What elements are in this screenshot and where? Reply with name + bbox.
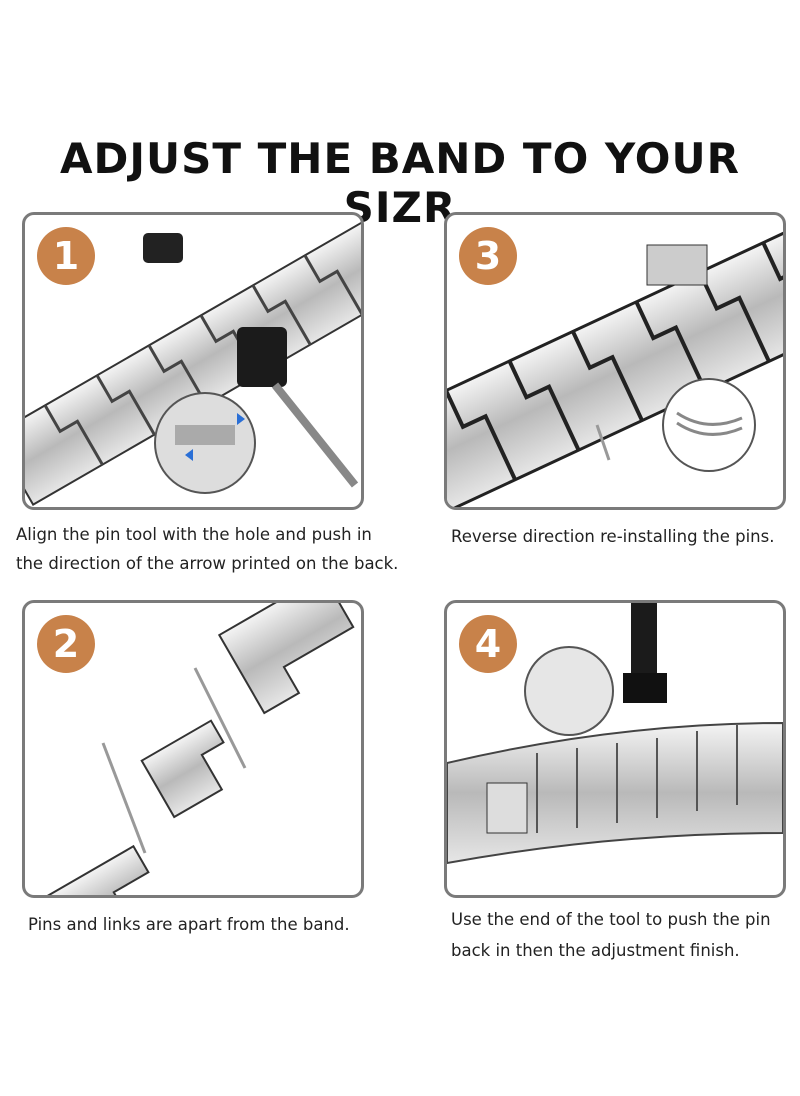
pin: [193, 667, 247, 769]
step-4-badge: 4: [459, 615, 517, 673]
step-2-panel: 2: [22, 600, 364, 898]
step-3-caption: Reverse direction re-installing the pins…: [451, 522, 774, 551]
step-3-panel: 3: [444, 212, 786, 510]
step-2-badge: 2: [37, 615, 95, 673]
step-1-badge: 1: [37, 227, 95, 285]
reinstall-pin-illustration: [447, 215, 783, 507]
push-pin-back-illustration: [447, 603, 783, 865]
pin-tool-knob: [143, 233, 183, 263]
step-2-caption: Pins and links are apart from the band.: [28, 910, 350, 939]
step-4-panel: 4: [444, 600, 786, 898]
arrow-icon: [185, 413, 245, 461]
caption-line: Align the pin tool with the hole and pus…: [16, 525, 372, 544]
caption-line: Use the end of the tool to push the pin: [451, 910, 771, 929]
page-title: ADJUST THE BAND TO YOUR SIZR: [60, 134, 740, 232]
step-1-caption: Align the pin tool with the hole and pus…: [16, 520, 398, 578]
caption-line: the direction of the arrow printed on th…: [16, 554, 399, 573]
pin: [101, 742, 147, 854]
step-3-badge: 3: [459, 227, 517, 285]
magnifier-circle: [524, 646, 614, 736]
caption-line: Pins and links are apart from the band.: [28, 915, 350, 934]
pin-tool-body: [237, 327, 287, 387]
removed-links-illustration: [36, 603, 355, 895]
caption-line: back in then the adjustment finish.: [451, 941, 740, 960]
step-4-caption: Use the end of the tool to push the pin …: [451, 904, 771, 966]
step-1-panel: 1: [22, 212, 364, 510]
caption-line: Reverse direction re-installing the pins…: [451, 527, 775, 546]
pin-tool-band-illustration: [25, 215, 361, 507]
